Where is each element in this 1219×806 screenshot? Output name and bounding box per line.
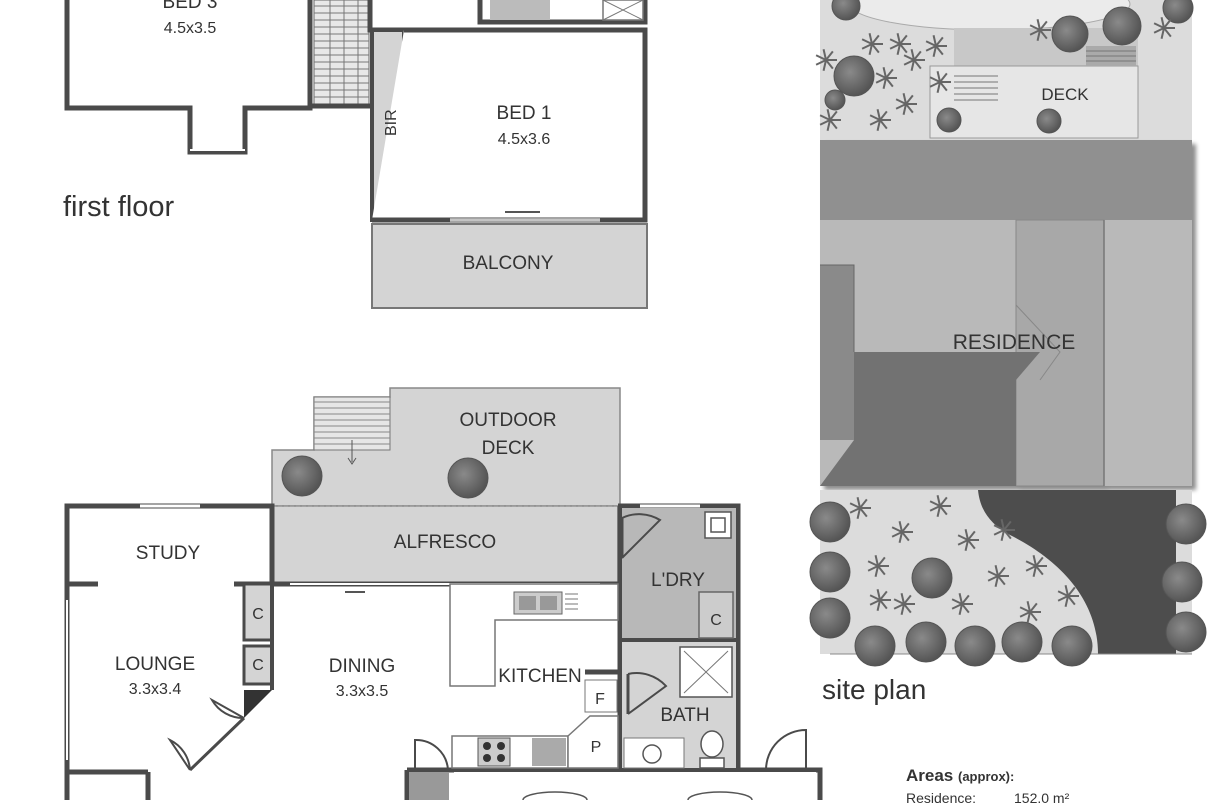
ground-floor-plan: OUTDOOR DECK ALFRESCO STUDY LOUNGE 3.3x3… [64, 387, 823, 800]
fern-icon [951, 593, 973, 615]
fern-icon [849, 497, 871, 519]
fern-icon [815, 49, 837, 71]
shrub-icon [911, 557, 953, 599]
dining-size: 3.3x3.5 [336, 683, 389, 700]
shrub-icon [809, 597, 851, 639]
site-plan-heading: site plan [822, 674, 926, 705]
laundry-label: L'DRY [651, 570, 705, 591]
shrub-icon [1051, 625, 1093, 667]
fern-icon [891, 521, 913, 543]
balcony-label: BALCONY [463, 253, 554, 274]
fern-icon [819, 109, 841, 131]
fern-icon [987, 565, 1009, 587]
shrub-icon [1165, 611, 1207, 653]
shrub-icon [1051, 15, 1089, 53]
study-label: STUDY [136, 543, 201, 564]
deck-stairs [313, 396, 391, 465]
fern-icon [893, 593, 915, 615]
shrub-icon [1162, 0, 1194, 24]
toilet [700, 730, 724, 758]
areas-residence-value: 152.0 m² [1014, 790, 1070, 806]
site-shrubs [809, 0, 1207, 667]
fern-icon [875, 67, 897, 89]
fern-icon [903, 49, 925, 71]
site-deck [929, 65, 1139, 139]
fern-icon [929, 495, 951, 517]
dining-label: DINING [329, 656, 396, 677]
bed3-size: 4.5x3.5 [164, 20, 217, 37]
fern-icon [1029, 19, 1051, 41]
bed1-walls [372, 27, 648, 223]
site-ferns [815, 17, 1175, 623]
areas-qualifier: (approx): [958, 769, 1015, 784]
areas-residence-label: Residence: [906, 790, 977, 806]
shrub-icon [1102, 6, 1142, 46]
alfresco-label: ALFRESCO [394, 532, 496, 553]
fern-icon [993, 519, 1015, 541]
fern-icon [889, 33, 911, 55]
fern-icon [1019, 601, 1041, 623]
deck-shrubs [281, 455, 489, 499]
fern-icon [925, 35, 947, 57]
pantry-label: P [591, 739, 602, 756]
residence-label: RESIDENCE [953, 331, 1076, 354]
fridge-space [584, 679, 618, 713]
fern-icon [1153, 17, 1175, 39]
balcony [371, 223, 648, 309]
bed1-label: BED 1 [497, 103, 552, 124]
cupboard-label-2: C [252, 657, 264, 674]
shrub-icon [905, 621, 947, 663]
first-floor-plan: BED 3 4.5x3.5 BED 1 4.5x3.6 BIR BALCONY … [63, 0, 648, 309]
fridge-label: F [595, 691, 605, 708]
shrub-icon [809, 501, 851, 543]
fern-icon [861, 33, 883, 55]
shrub-icon [854, 625, 896, 667]
fern-icon [957, 529, 979, 551]
fern-icon [1025, 555, 1047, 577]
fern-icon [929, 71, 951, 93]
bir-label: BIR [383, 109, 400, 136]
fern-icon [869, 109, 891, 131]
site-deck-label: DECK [1041, 85, 1089, 104]
shrub-icon [1161, 561, 1203, 603]
areas-residence-row: Residence: 152.0 m² [906, 790, 1069, 806]
outdoor-deck-label-1: OUTDOOR [459, 410, 556, 431]
site-plan: DECK RESIDENCE site plan [809, 0, 1207, 705]
residence-roof [820, 140, 1192, 487]
fern-icon [867, 555, 889, 577]
shrub-icon [824, 89, 846, 111]
cupboard-label-1: C [252, 606, 264, 623]
fern-icon [895, 93, 917, 115]
shrub-icon [1165, 503, 1207, 545]
bed3-label: BED 3 [163, 0, 218, 13]
shrub-icon [1036, 108, 1062, 134]
first-floor-heading: first floor [63, 191, 175, 223]
shrub-icon [831, 0, 861, 21]
laundry-cupboard [698, 591, 734, 639]
driveway [978, 490, 1176, 654]
first-floor-stair [313, 0, 370, 105]
shrub-icon [809, 551, 851, 593]
shrub-icon [936, 107, 962, 133]
areas-title: Areas [906, 766, 954, 785]
laundry-cupboard-label: C [710, 612, 722, 629]
alfresco [271, 505, 619, 585]
outdoor-deck-label-2: DECK [482, 438, 535, 459]
bed3-walls [64, 0, 313, 155]
fern-icon [1057, 585, 1079, 607]
areas-heading: Areas (approx): [906, 766, 1014, 786]
fern-icon [869, 589, 891, 611]
bath-label: BATH [660, 705, 709, 726]
bed1-size: 4.5x3.6 [498, 131, 551, 148]
lounge-size: 3.3x3.4 [129, 681, 182, 698]
shrub-icon [1001, 621, 1043, 663]
kitchen-label: KITCHEN [498, 666, 581, 687]
shrub-icon [954, 625, 996, 667]
shrub-icon [833, 55, 875, 97]
lounge-label: LOUNGE [115, 654, 195, 675]
